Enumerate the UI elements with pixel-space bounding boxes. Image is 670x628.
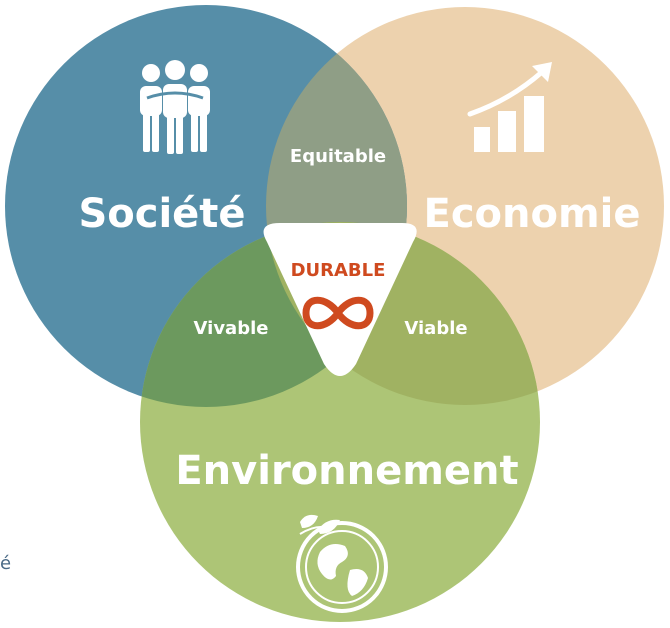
- infinity-icon: [302, 296, 374, 330]
- societe-label: Société: [78, 191, 245, 237]
- viable-label: Viable: [404, 318, 467, 339]
- viable-overlap: [266, 222, 540, 405]
- durable-center-triangle: [263, 223, 417, 376]
- growth-chart-icon: [467, 62, 552, 152]
- vivable-label: Vivable: [194, 318, 269, 339]
- economie-label: Economie: [424, 191, 641, 237]
- cropped-text-fragment: é: [0, 553, 12, 574]
- environnement-label: Environnement: [175, 448, 518, 494]
- vivable-overlap: [140, 222, 407, 407]
- equitable-label: Equitable: [290, 146, 386, 167]
- people-group-icon: [140, 60, 210, 154]
- durable-label: DURABLE: [291, 260, 386, 281]
- globe-leaf-icon: [296, 514, 388, 613]
